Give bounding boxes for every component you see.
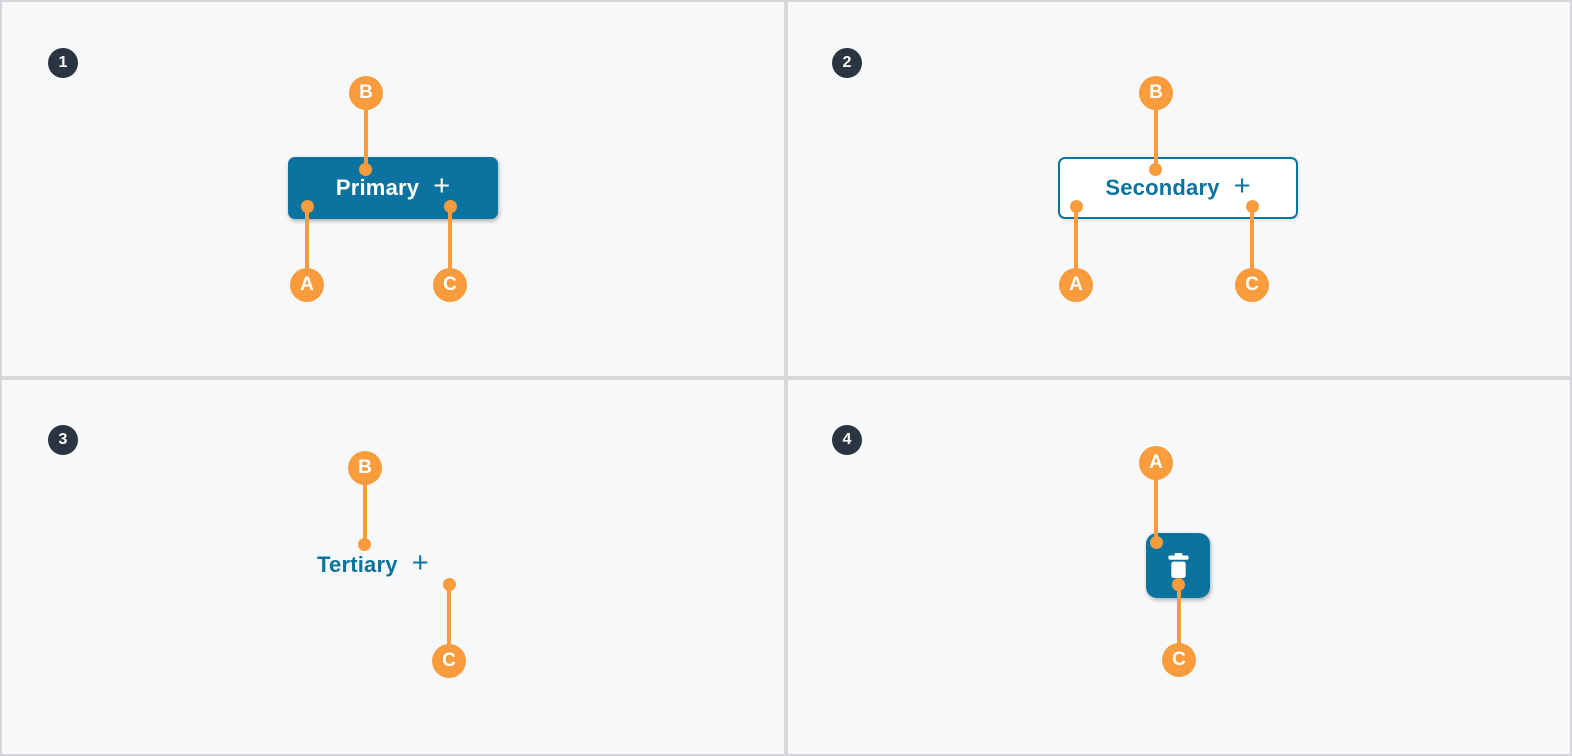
annotation-dot-c [1172, 578, 1185, 591]
annotation-dot-a [1150, 536, 1163, 549]
annotation-marker-c: C [432, 644, 466, 678]
annotation-line-a [305, 206, 309, 285]
annotation-line-b [363, 468, 367, 545]
annotation-marker-b: B [349, 76, 383, 110]
plus-icon: + [433, 169, 451, 202]
annotation-dot-c [443, 578, 456, 591]
tertiary-button-label: Tertiary [317, 552, 398, 577]
step-badge-1: 1 [48, 48, 78, 78]
annotation-marker-c: C [1162, 643, 1196, 677]
panel-tertiary: 3 Tertiary + B C [2, 380, 784, 754]
annotation-line-b [364, 93, 368, 170]
panel-icon-only: 4 A C [788, 380, 1570, 754]
step-badge-3: 3 [48, 425, 78, 455]
annotation-marker-a: A [290, 268, 324, 302]
annotation-marker-b: B [1139, 76, 1173, 110]
annotation-marker-c: C [1235, 268, 1269, 302]
annotation-dot-a [1070, 200, 1083, 213]
tertiary-button[interactable]: Tertiary + [317, 546, 429, 580]
annotation-dot-b [1149, 163, 1162, 176]
secondary-button[interactable]: Secondary + [1058, 157, 1298, 219]
step-badge-2: 2 [832, 48, 862, 78]
annotation-line-c [448, 206, 452, 285]
annotation-line-a [1074, 206, 1078, 285]
annotation-line-c [1250, 206, 1254, 285]
trash-icon [1167, 553, 1189, 578]
primary-button-label: Primary [335, 175, 420, 200]
annotation-dot-c [1246, 200, 1259, 213]
annotation-line-b [1154, 93, 1158, 170]
annotation-marker-a: A [1139, 446, 1173, 480]
annotation-line-c [447, 584, 451, 661]
annotation-dot-b [358, 538, 371, 551]
annotation-dot-c [444, 200, 457, 213]
secondary-button-label: Secondary [1105, 175, 1220, 200]
annotation-line-a [1154, 463, 1158, 542]
primary-button[interactable]: Primary + [288, 157, 498, 219]
panel-primary: 1 Primary + B A C [2, 2, 784, 376]
plus-icon: + [1233, 169, 1251, 202]
step-badge-4: 4 [832, 425, 862, 455]
annotation-marker-c: C [433, 268, 467, 302]
annotation-dot-a [301, 200, 314, 213]
annotation-dot-b [359, 163, 372, 176]
annotation-line-c [1177, 584, 1181, 660]
plus-icon: + [411, 546, 429, 579]
annotation-marker-a: A [1059, 268, 1093, 302]
annotation-marker-b: B [348, 451, 382, 485]
panel-secondary: 2 Secondary + B A C [788, 2, 1570, 376]
